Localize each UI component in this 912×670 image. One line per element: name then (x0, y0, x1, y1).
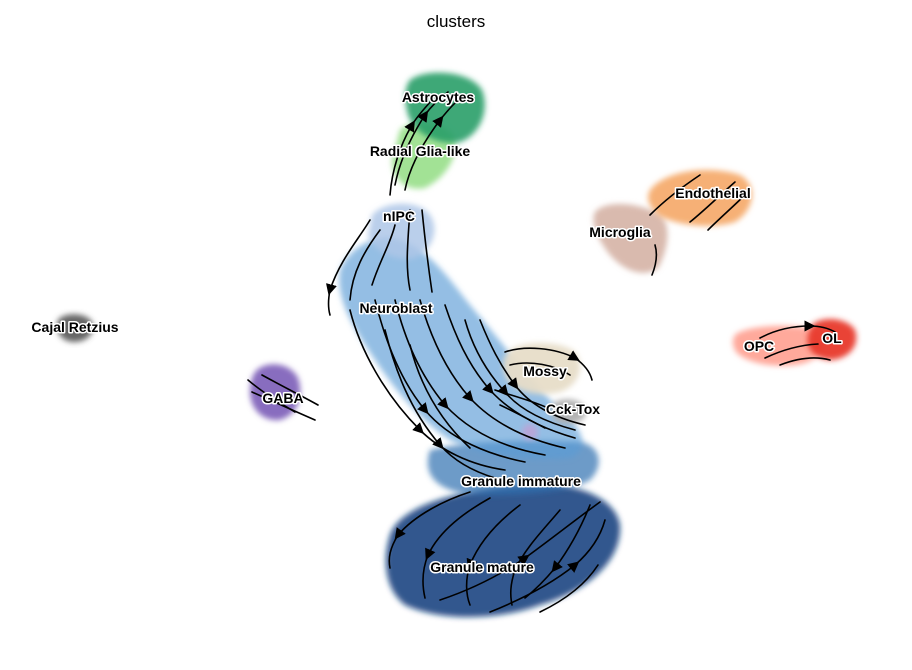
streamline (509, 362, 571, 376)
cluster-label-neuroblast: Neuroblast (359, 300, 432, 316)
cluster-blob-gaba (250, 364, 301, 421)
streamline (374, 299, 526, 463)
streamline (422, 497, 491, 599)
streamline (439, 501, 601, 601)
cluster-blob-mossy (503, 343, 580, 395)
cluster-labels: Astrocytes Radial Glia-like nIPC Neurobl… (30, 88, 844, 577)
cluster-blob-cajal-retzius (56, 314, 94, 342)
streamline (465, 504, 521, 606)
cluster-label-nipc: nIPC (383, 208, 415, 224)
cluster-blob-ol (807, 318, 857, 360)
streamline (779, 357, 831, 366)
cluster-blob-nipc (368, 203, 435, 259)
streamline (406, 209, 411, 291)
streamline (394, 91, 449, 186)
streamline (499, 404, 546, 429)
chart-title: clusters (426, 12, 486, 31)
velocity-streamlines (247, 91, 836, 613)
cluster-label-ol: OL (822, 330, 842, 346)
cluster-label-microglia: Microglia (589, 224, 651, 240)
streamline (649, 174, 701, 216)
cluster-label-granule-mature: Granule mature (430, 559, 534, 575)
cluster-label-cajal-retzius: Cajal Retzius (31, 319, 118, 335)
streamline (251, 391, 316, 421)
streamline (689, 181, 736, 223)
streamline (404, 96, 463, 191)
streamline (394, 299, 546, 456)
streamline (464, 319, 576, 431)
cluster-blob-microglia (593, 204, 668, 273)
cluster-label-endothelial: Endothelial (675, 185, 750, 201)
streamline (409, 344, 471, 449)
streamline (651, 244, 658, 276)
streamline (389, 99, 433, 196)
cluster-label-gaba: GABA (262, 390, 303, 406)
streamline (494, 389, 549, 409)
streamline (388, 491, 471, 569)
streamline (326, 219, 371, 316)
streamline (421, 209, 433, 293)
streamline (371, 224, 396, 286)
cluster-blob-astrocytes (405, 72, 485, 143)
streamline (504, 347, 593, 381)
streamline (707, 191, 749, 231)
streamline (444, 304, 576, 439)
cluster-blob-opc (732, 325, 824, 366)
streamline (489, 519, 606, 613)
streamline (384, 329, 496, 479)
streamline (349, 229, 381, 301)
cluster-cells (56, 72, 857, 618)
streamline (764, 343, 819, 359)
cluster-blob-granule-mature (385, 484, 621, 618)
streamline (759, 320, 836, 339)
streamline (419, 299, 566, 449)
streamline (247, 379, 296, 413)
streamline (349, 309, 506, 471)
cluster-label-astrocytes: Astrocytes (402, 89, 475, 105)
cluster-label-granule-immature: Granule immature (461, 473, 581, 489)
streamline (539, 564, 599, 613)
cluster-label-radial-glia: Radial Glia-like (370, 143, 471, 159)
cluster-label-opc: OPC (744, 338, 774, 354)
streamline (509, 509, 561, 606)
cluster-label-cck-tox: Cck-Tox (546, 401, 600, 417)
streamline (261, 374, 319, 406)
cluster-blob-neuroblast (339, 237, 583, 460)
cluster-label-mossy: Mossy (523, 363, 567, 379)
streamline (479, 319, 586, 426)
streamline (524, 504, 591, 599)
